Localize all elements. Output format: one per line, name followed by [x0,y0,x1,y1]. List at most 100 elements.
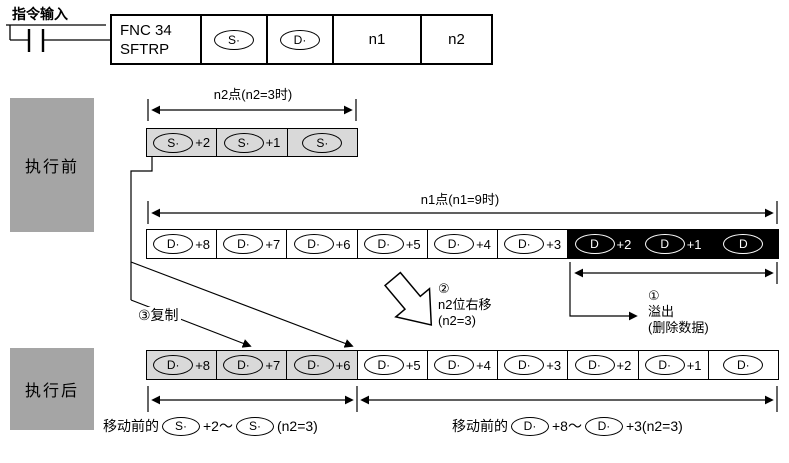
register-cell: D·+6 [287,229,358,259]
caption-left-oval-2: S· [235,416,274,436]
register-cell: D·+2 [568,350,639,380]
instruction-box: FNC 34 SFTRP S· D· n1 n2 [110,14,493,65]
register-cell: D+1 [638,229,709,259]
shift-annotation-detail: (n2=3) [438,313,476,328]
operand-oval: D· [363,355,404,375]
caption-left-prefix: 移动前的 [103,418,159,434]
operand-oval: D [574,234,615,254]
operand-oval: D· [293,355,334,375]
operand-oval: D· [153,234,194,254]
operand-oval: S· [153,132,194,153]
operand-oval: D· [723,355,764,375]
operand-offset: +1 [686,236,702,252]
register-cell: D [708,229,779,259]
overflow-annotation: ① 溢出 (删除数据) [648,288,709,336]
operand-n2-cell: n2 [420,16,491,63]
register-cell: D+2 [568,229,639,259]
caption-left-oval-1: S· [162,416,200,436]
shift-annotation-number: ② [438,281,450,296]
instruction-input-label: 指令输入 [12,6,68,22]
register-cell: D·+3 [498,350,569,380]
operand-offset: +3 [546,236,562,252]
register-cell: D·+5 [357,229,428,259]
operand-offset: +4 [476,357,491,373]
register-cell: S· [287,128,358,157]
operand-oval: S· [223,132,264,153]
register-cell: S·+2 [146,128,218,157]
caption-dest-range: 移动前的 D·+8～D· +3(n2=3) [452,416,683,436]
operand-offset: +6 [335,236,351,252]
operand-offset: +8 [195,357,211,373]
operand-oval: D· [223,355,264,375]
stage-before-label: 执行前 [24,159,79,176]
stage-after-label: 执行后 [24,383,79,400]
caption-source-range: 移动前的 S·+2～S· (n2=3) [103,416,318,436]
stage-after-box: 执行后 [10,348,94,430]
operand-offset: +2 [616,236,632,252]
caption-right-oval-1: D· [511,416,549,436]
register-cell: D·+7 [217,229,288,259]
operand-offset: +8 [195,236,211,252]
fnc-mnemonic: SFTRP [120,40,170,58]
operand-offset: +7 [265,236,281,252]
operand-oval: D [644,234,685,254]
operand-oval: D· [434,355,475,375]
operand-oval: D [723,234,764,254]
operand-oval: D· [644,355,685,375]
fnc-number: FNC 34 [120,21,172,39]
register-cell: D·+7 [217,350,288,380]
caption-left-mid: +2～ [203,418,233,434]
operand-offset: +5 [405,357,421,373]
operand-oval: D· [153,355,194,375]
register-cell: D·+3 [498,229,569,259]
caption-right-suffix: +3(n2=3) [625,418,683,434]
overflow-annotation-detail: (删除数据) [648,320,709,335]
register-cell: D·+8 [146,229,218,259]
fnc-cell: FNC 34 SFTRP [112,16,200,63]
operand-oval: D· [504,355,545,375]
operand-offset: +2 [195,135,211,150]
register-cell: D·+6 [287,350,358,380]
caption-right-mid: +8～ [552,418,582,434]
overflow-annotation-number: ① [648,288,660,303]
operand-oval: D· [574,355,615,375]
n1-span-label: n1点(n1=9时) [420,192,500,207]
ladder-lines [6,24,110,52]
overflow-annotation-text: 溢出 [648,304,675,319]
operand-offset: +2 [616,357,632,373]
register-cell: D·+5 [357,350,428,380]
operand-d-oval: D· [280,29,320,50]
operand-oval: D· [363,234,404,254]
shift-annotation: ② n2位右移 (n2=3) [438,281,491,329]
operand-offset: +3 [546,357,562,373]
register-cell: D· [708,350,779,380]
caption-right-prefix: 移动前的 [452,418,508,434]
operand-offset: +4 [476,236,491,252]
operand-d-cell: D· [266,16,332,63]
n2-span-label: n2点(n2=3时) [213,87,293,102]
operand-oval: D· [293,234,334,254]
operand-offset: +6 [335,357,351,373]
stage-before-box: 执行前 [10,98,94,232]
operand-oval: D· [504,234,545,254]
operand-n1-cell: n1 [332,16,420,63]
operand-offset: +1 [265,135,281,150]
shift-annotation-text: n2位右移 [438,297,492,312]
register-cell: D·+4 [427,350,499,380]
operand-offset: +5 [405,236,421,252]
bottom-span-arrows [147,386,778,412]
operand-offset: +7 [265,357,281,373]
operand-s-oval: S· [214,29,254,50]
caption-right-oval-2: D· [584,416,623,436]
operand-s-cell: S· [200,16,266,63]
copy-annotation: ③复制 [136,307,181,323]
operand-offset: +1 [686,357,702,373]
register-cell: D·+4 [427,229,499,259]
caption-left-suffix: (n2=3) [276,418,318,434]
operand-oval: S· [302,132,343,153]
register-cell: D·+8 [146,350,218,380]
register-cell: S·+1 [217,128,288,157]
